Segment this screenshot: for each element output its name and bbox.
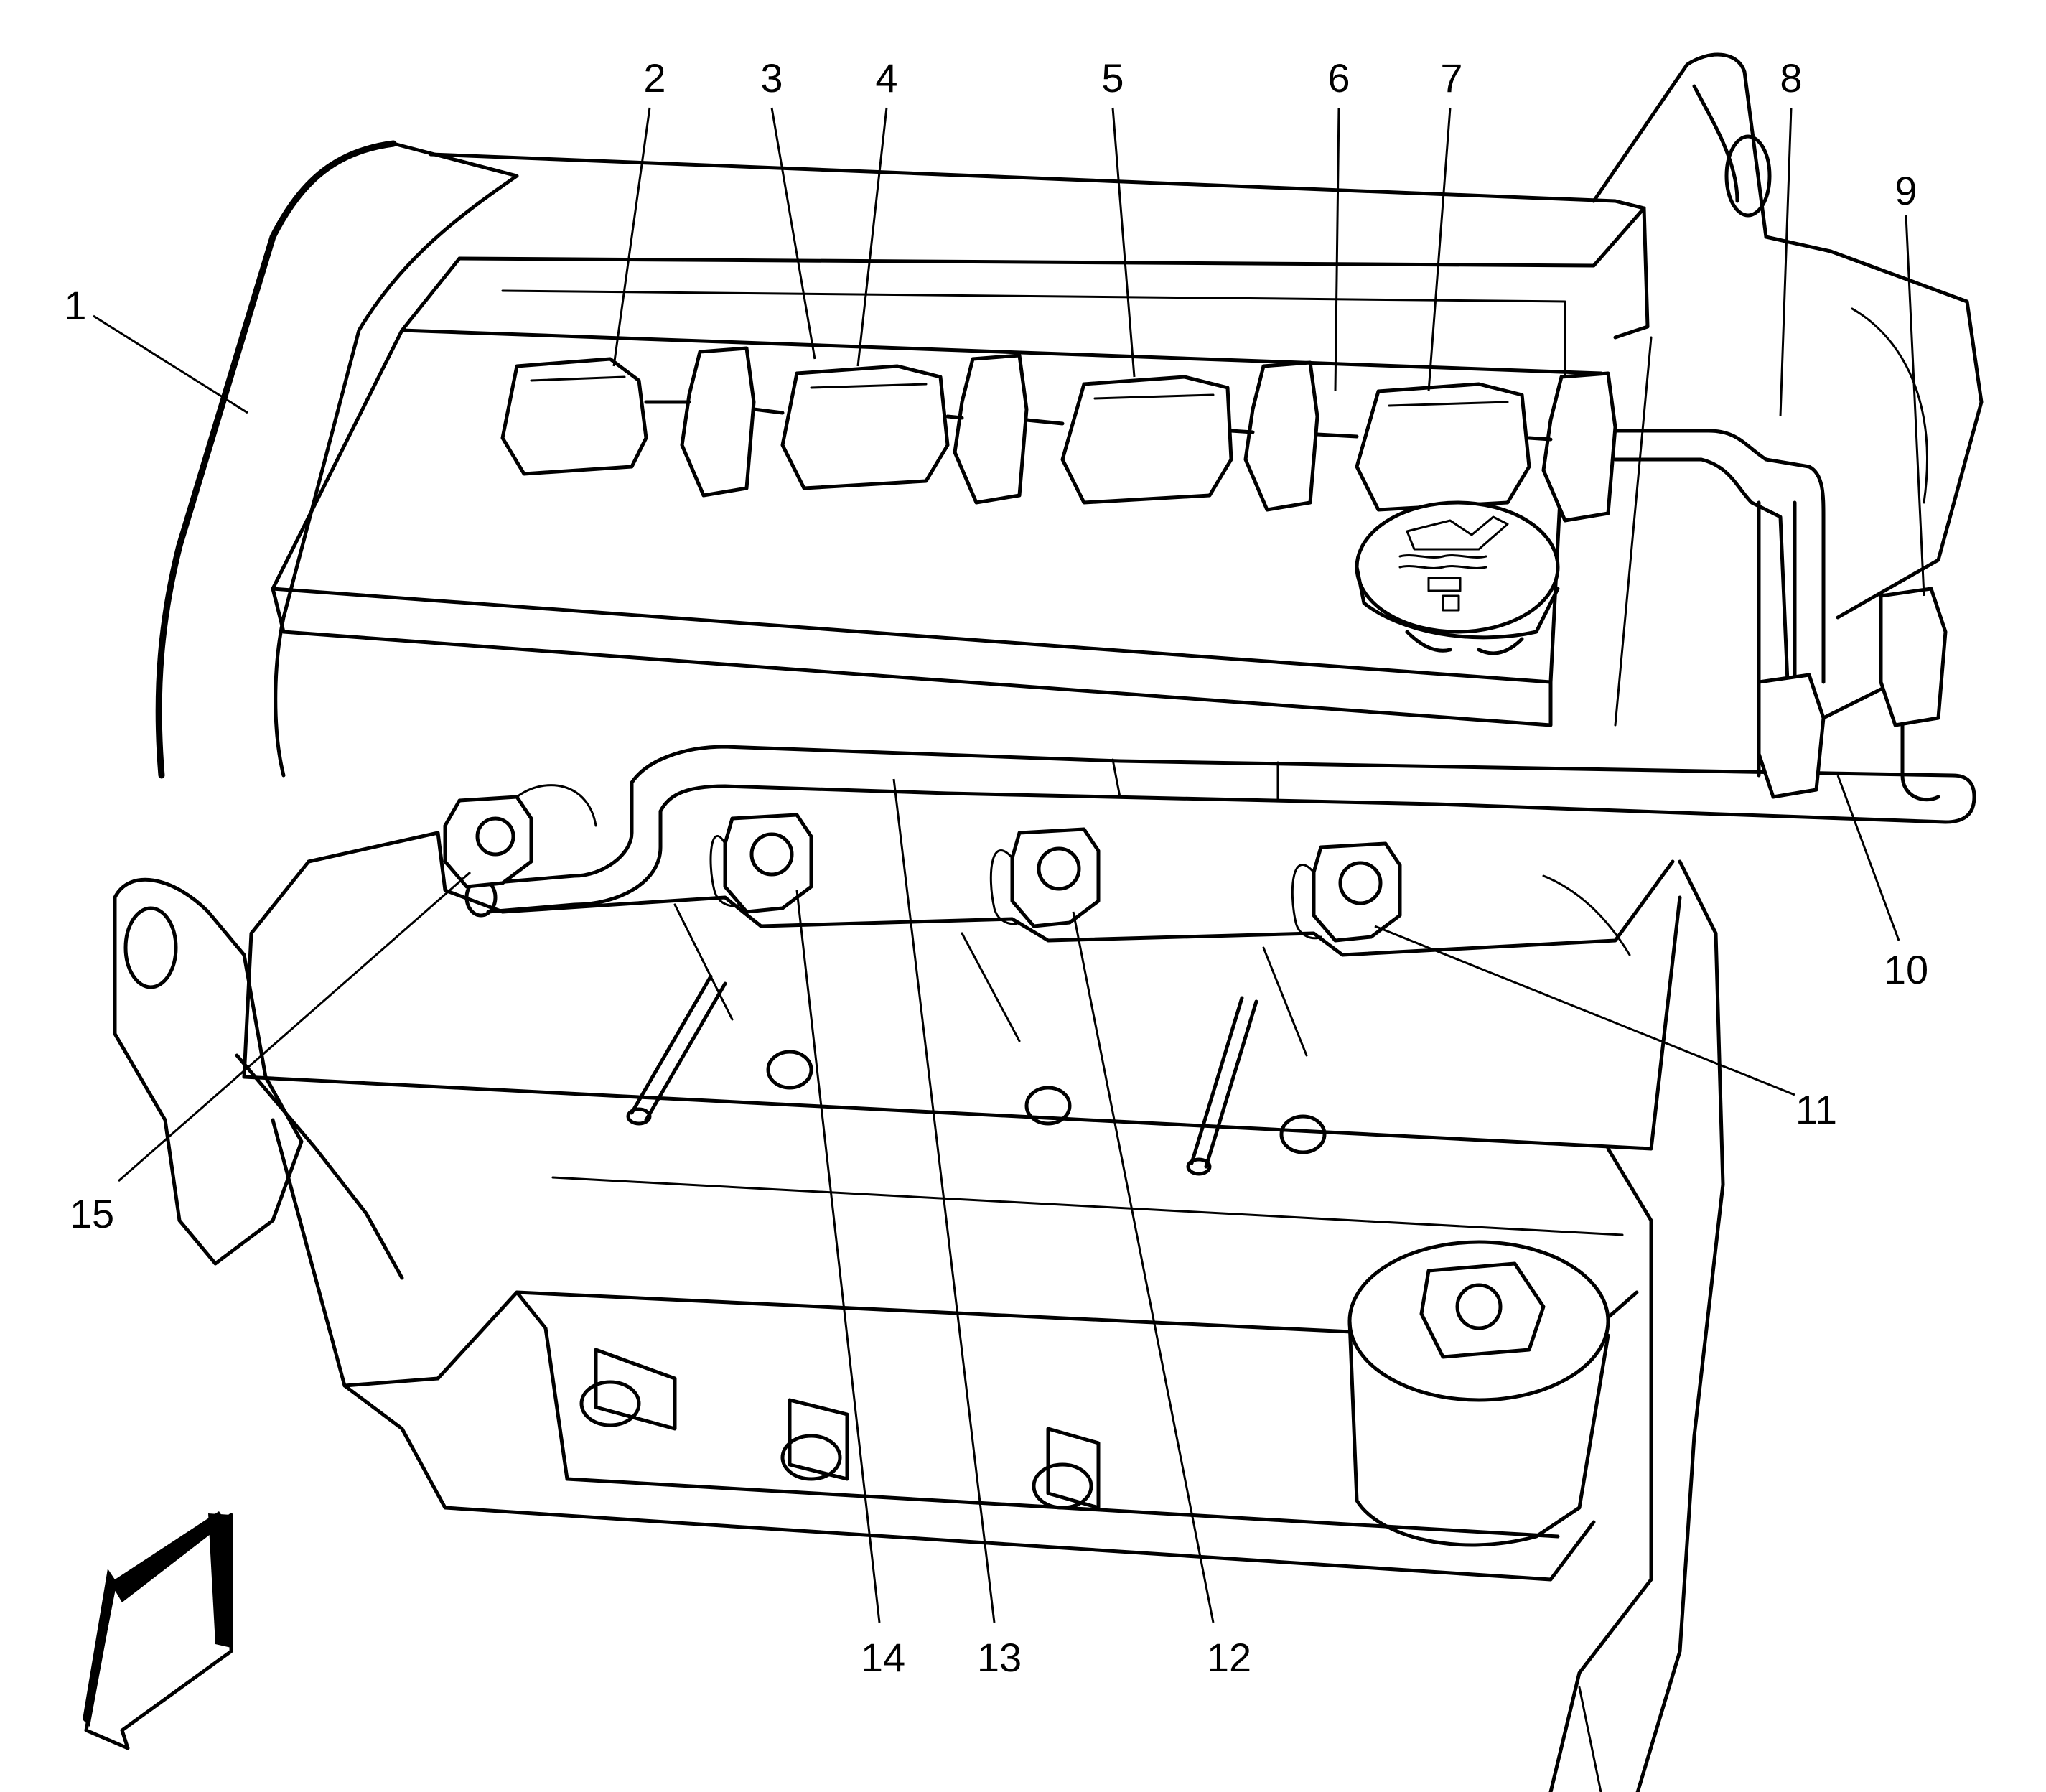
oil-filler-cap [1355,500,1560,655]
ignition-coil-2 [780,364,950,490]
callout-10: 10 [1884,947,1928,992]
callout-8: 8 [1780,55,1802,101]
oil-can-icon [1398,515,1509,569]
callout-7: 7 [1440,55,1462,101]
fuel-injector-1 [443,784,597,889]
leader-lines [93,107,1925,1623]
callout-13: 13 [977,1635,1022,1680]
ignition-coil-4 [1355,382,1531,512]
callout-4: 4 [875,55,897,101]
callout-14: 14 [861,1635,905,1680]
fuel-injector-4 [1291,841,1402,943]
callout-6: 6 [1327,55,1350,101]
fuel-connectors-right [1757,587,1948,802]
callout-9: 9 [1895,168,1917,213]
callout-2: 2 [643,55,665,101]
ignition-coil-3 [1060,375,1233,505]
engine-line-art [113,52,1984,1792]
callout-1: 1 [64,283,86,328]
callout-3: 3 [760,55,783,101]
oil-filter-housing [1347,1240,1610,1547]
callout-5: 5 [1101,55,1124,101]
callout-11: 11 [1795,1087,1837,1132]
coil-connectors [680,346,1617,523]
callout-15: 15 [70,1191,114,1236]
front-direction-arrow-icon [78,1490,237,1750]
callout-12: 12 [1207,1635,1251,1680]
ignition-coil-1 [500,357,648,476]
callout-labels: 1 2 3 4 5 6 7 8 9 10 11 12 13 14 15 [64,55,1928,1680]
fuel-injector-3 [989,827,1101,928]
fuel-rail [464,745,1976,918]
fuel-injector-2 [709,813,813,914]
